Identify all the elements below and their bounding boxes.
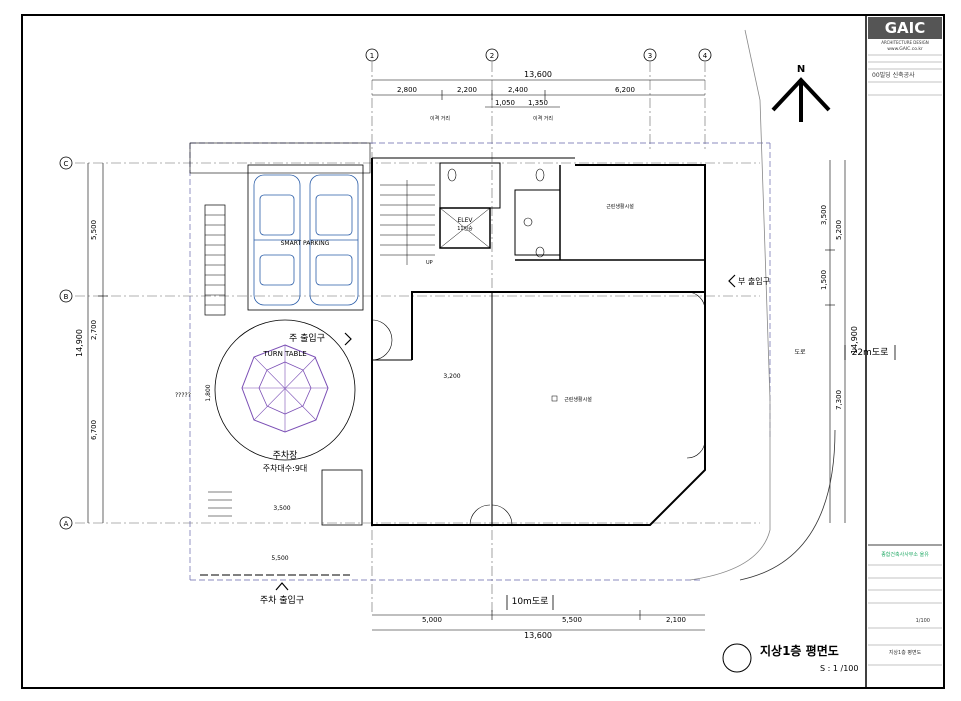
sub-entrance-label: 부 출입구 [738, 276, 770, 286]
logo-website: www.GAIC.co.kr [887, 46, 923, 52]
project-name: 00빌딩 신축공사 [872, 71, 915, 79]
grid-bubbles-columns: 1 2 3 4 [365, 48, 712, 62]
road-right-label: 22m도로 [852, 348, 889, 358]
stair-up-label: UP [426, 260, 433, 266]
main-entrance-label: 주 출입구 [289, 332, 325, 344]
note-top-right: 이격 거리 [533, 115, 553, 122]
shop-top-label: 근린생활시설 [606, 203, 634, 210]
turntable-label: TURN TABLE [262, 350, 306, 358]
elevator-capacity: 11인승 [457, 225, 473, 232]
elevator: ELEV 11인승 [439, 207, 491, 249]
dim-top-seg-1: 2,800 [397, 86, 417, 94]
dim-left-seg-3: 6,700 [90, 420, 98, 440]
grid-lines [75, 62, 760, 615]
road-curb-right [689, 29, 771, 581]
parking-booth [321, 469, 363, 526]
top-dimensions [372, 79, 705, 108]
note-question: ????? [175, 392, 191, 399]
left-stair [204, 204, 226, 316]
dim-top-seg-3: 2,400 [508, 86, 528, 94]
bottom-left-steps [208, 491, 232, 517]
drawing-title: 지상1층 평면도 [760, 643, 839, 658]
sheet-border [21, 14, 945, 689]
grid-row-c: C [64, 160, 69, 168]
dim-right-seg-4: 7,300 [835, 390, 843, 410]
grid-row-b: B [64, 293, 69, 301]
left-dimensions [87, 163, 108, 523]
grid-row-a: A [64, 520, 69, 528]
parking-area: SMART PARKING TURN TABLE 주차장 주차대수:9대 3,5… [175, 142, 371, 526]
dim-right-seg-1: 3,500 [820, 205, 828, 225]
dim-left-seg-1: 5,500 [90, 220, 98, 240]
grid-col-3: 3 [648, 52, 652, 60]
grid-col-2: 2 [490, 52, 494, 60]
parked-car-left [253, 174, 301, 306]
sub-entrance-arrow [728, 274, 736, 288]
left-stair-treads [205, 214, 225, 306]
dim-left-total: 14,900 [75, 329, 84, 357]
firm-name: 종합건축사사무소 울유 [881, 551, 929, 558]
core-stair [380, 180, 435, 265]
smart-parking-label: SMART PARKING [281, 240, 330, 247]
right-dimensions [825, 160, 846, 523]
dim-top-sub-1: 1,050 [495, 99, 515, 107]
bottom-dimensions [372, 610, 705, 631]
dim-top-total: 13,600 [524, 70, 552, 79]
dim-left-seg-2: 2,700 [90, 320, 98, 340]
logo-text: GAIC [885, 19, 926, 37]
elevator-label: ELEV [457, 217, 473, 224]
dim-right-total: 14,900 [850, 326, 859, 354]
dim-top-sub-2: 1,350 [528, 99, 548, 107]
restroom-fixtures [447, 168, 545, 258]
grid-bubbles-rows: C B A [59, 156, 73, 530]
title-block: GAIC ARCHITECTURE DESIGN www.GAIC.co.kr … [868, 17, 942, 666]
title-scale: 1/100 [916, 618, 930, 624]
road-bottom-label: 10m도로 [512, 597, 549, 607]
drawing-scale: S : 1 /100 [820, 664, 858, 673]
title-sheet-name: 지상1층 평면도 [889, 649, 922, 656]
logo-box [868, 17, 942, 39]
dim-right-seg-2: 5,200 [835, 220, 843, 240]
drawing-title-bubble [722, 643, 752, 673]
dim-bottom-total: 13,600 [524, 631, 552, 640]
parking-entrance-arrow [275, 582, 289, 591]
turntable-spokes [242, 345, 328, 432]
parking-area-label: 주차장 [273, 449, 298, 461]
shop-marker [551, 395, 558, 402]
logo-sub: ARCHITECTURE DESIGN [881, 40, 928, 45]
dim-shop-interior: 3,200 [443, 373, 460, 380]
dim-parking-width: 3,500 [273, 505, 290, 512]
shop-main-label: 근린생활시설 [564, 396, 592, 403]
dim-parking-entrance: 5,500 [271, 555, 288, 562]
road-right-note: 도로 [794, 349, 806, 356]
dim-bottom-seg-1: 5,000 [422, 616, 442, 624]
building-walls [371, 157, 706, 526]
grid-col-1: 1 [370, 52, 374, 60]
note-top-left: 이격 거리 [430, 115, 450, 122]
dim-bottom-seg-2: 5,500 [562, 616, 582, 624]
dim-bottom-seg-3: 2,100 [666, 616, 686, 624]
main-entrance-arrow [344, 332, 352, 346]
grid-col-4: 4 [703, 52, 708, 60]
road-curve [739, 429, 836, 581]
dim-turntable: 1,800 [205, 384, 212, 401]
parking-entrance-label: 주차 출입구 [260, 594, 304, 606]
dim-top-seg-4: 6,200 [615, 86, 635, 94]
dim-top-seg-2: 2,200 [457, 86, 477, 94]
north-label: N [797, 64, 805, 75]
parked-car-right [309, 174, 359, 306]
parking-count-label: 주차대수:9대 [263, 464, 308, 473]
turntable-outer [214, 319, 356, 461]
north-arrow-icon: N [771, 64, 831, 122]
dim-right-seg-3: 1,500 [820, 270, 828, 290]
